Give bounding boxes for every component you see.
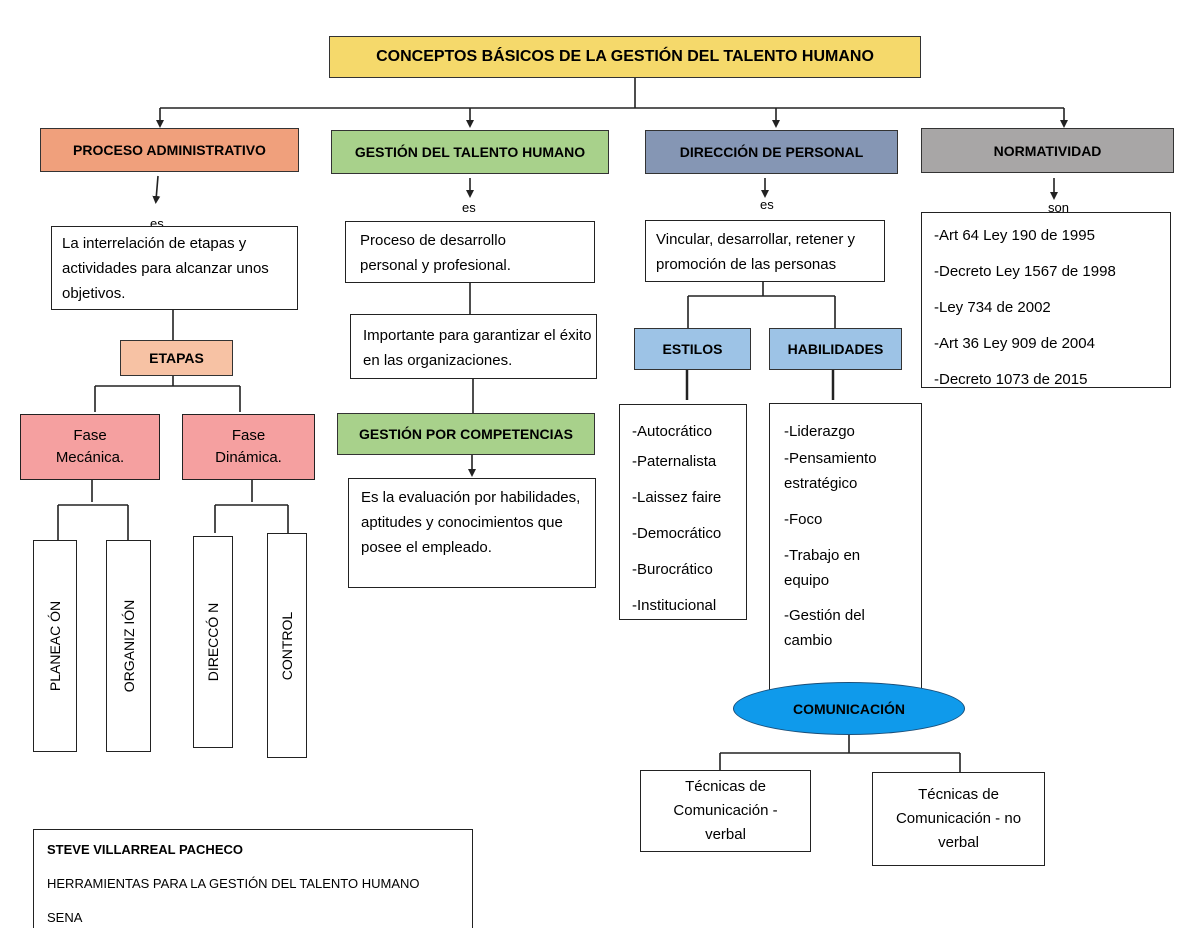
normatividad-header: NORMATIVIDAD: [921, 128, 1174, 173]
norma-item: -Decreto Ley 1567 de 1998: [934, 263, 1116, 280]
direccion-connector: es: [760, 197, 774, 212]
direccion-stage-box: DIRECCÓ N: [193, 536, 233, 748]
proceso-definition-box: La interrelación de etapas y actividades…: [51, 226, 298, 310]
norma-item: -Art 36 Ley 909 de 2004: [934, 335, 1095, 352]
etapas-header: ETAPAS: [120, 340, 233, 376]
verbal-text: Técnicas de Comunicación - verbal: [673, 778, 778, 843]
gestion-importance-box: Importante para garantizar el éxito en l…: [350, 314, 597, 379]
estilo-item: -Laissez faire: [632, 489, 722, 506]
competencias-header: GESTIÓN POR COMPETENCIAS: [337, 413, 595, 455]
direccion-stage-label: DIRECCÓ N: [205, 602, 221, 682]
norma-item: -Ley 734 de 2002: [934, 299, 1051, 316]
habilidades-header: HABILIDADES: [769, 328, 902, 370]
fase-dinamica-line2: Dinámica.: [215, 449, 282, 466]
habilidad-item: -Liderazgo: [784, 423, 855, 440]
proceso-definition: La interrelación de etapas y actividades…: [62, 235, 269, 302]
no-verbal-box: Técnicas de Comunicación - no verbal: [872, 772, 1045, 866]
direccion-definition: Vincular, desarrollar, retener y promoci…: [656, 231, 855, 273]
author-name: STEVE VILLARREAL PACHECO: [47, 842, 243, 857]
fase-mecanica-line1: Fase: [73, 427, 107, 444]
gestion-header: GESTIÓN DEL TALENTO HUMANO: [331, 130, 609, 174]
estilo-item: -Burocrático: [632, 561, 713, 578]
fase-mecanica-box: Fase Mecánica.: [20, 414, 160, 480]
estilos-header: ESTILOS: [634, 328, 751, 370]
habilidad-item: -Gestión del cambio: [784, 607, 865, 649]
credits-box: STEVE VILLARREAL PACHECO HERRAMIENTAS PA…: [33, 829, 473, 928]
gestion-connector: es: [462, 200, 476, 215]
estilos-list-box: -Autocrático -Paternalista -Laissez fair…: [619, 404, 747, 620]
direccion-definition-box: Vincular, desarrollar, retener y promoci…: [645, 220, 885, 282]
proceso-header: PROCESO ADMINISTRATIVO: [40, 128, 299, 172]
habilidad-item: -Pensamiento estratégico: [784, 450, 877, 492]
estilo-item: -Paternalista: [632, 453, 717, 470]
norma-item: -Decreto 1073 de 2015: [934, 371, 1088, 388]
control-label: CONTROL: [279, 611, 295, 680]
organizacion-label: ORGANIZ IÓN: [120, 599, 137, 693]
planeacion-label: PLANEAC ÓN: [47, 600, 63, 692]
organizacion-box: ORGANIZ IÓN: [106, 540, 151, 752]
control-box: CONTROL: [267, 533, 307, 758]
comunicacion-oval: COMUNICACIÓN: [733, 682, 965, 735]
verbal-box: Técnicas de Comunicación - verbal: [640, 770, 811, 852]
map-title: CONCEPTOS BÁSICOS DE LA GESTIÓN DEL TALE…: [329, 36, 921, 78]
fase-mecanica-line2: Mecánica.: [55, 449, 125, 466]
norma-item: -Art 64 Ley 190 de 1995: [934, 227, 1095, 244]
gestion-definition: Proceso de desarrollo personal y profesi…: [360, 232, 511, 274]
estilo-item: -Democrático: [632, 525, 722, 542]
institution-name: SENA: [47, 910, 83, 925]
habilidad-item: -Foco: [784, 511, 823, 528]
estilo-item: -Autocrático: [632, 423, 713, 440]
direccion-header: DIRECCIÓN DE PERSONAL: [645, 130, 898, 174]
planeacion-box: PLANEAC ÓN: [33, 540, 77, 752]
competencias-definition: Es la evaluación por habilidades, aptitu…: [361, 489, 581, 556]
fase-dinamica-box: Fase Dinámica.: [182, 414, 315, 480]
gestion-importance: Importante para garantizar el éxito en l…: [363, 327, 592, 369]
gestion-definition-box: Proceso de desarrollo personal y profesi…: [345, 221, 595, 283]
course-name: HERRAMIENTAS PARA LA GESTIÓN DEL TALENTO…: [47, 876, 420, 891]
normatividad-list-box: -Art 64 Ley 190 de 1995 -Decreto Ley 156…: [921, 212, 1171, 388]
habilidad-item: -Trabajo en equipo: [784, 547, 861, 589]
comunicacion-label: COMUNICACIÓN: [793, 700, 905, 717]
habilidades-list-box: -Liderazgo -Pensamiento estratégico -Foc…: [769, 403, 922, 693]
no-verbal-text: Técnicas de Comunicación - no verbal: [895, 786, 1022, 851]
competencias-definition-box: Es la evaluación por habilidades, aptitu…: [348, 478, 596, 588]
normatividad-connector: son: [1048, 200, 1069, 215]
fase-dinamica-line1: Fase: [231, 427, 266, 444]
estilo-item: -Institucional: [632, 597, 717, 614]
